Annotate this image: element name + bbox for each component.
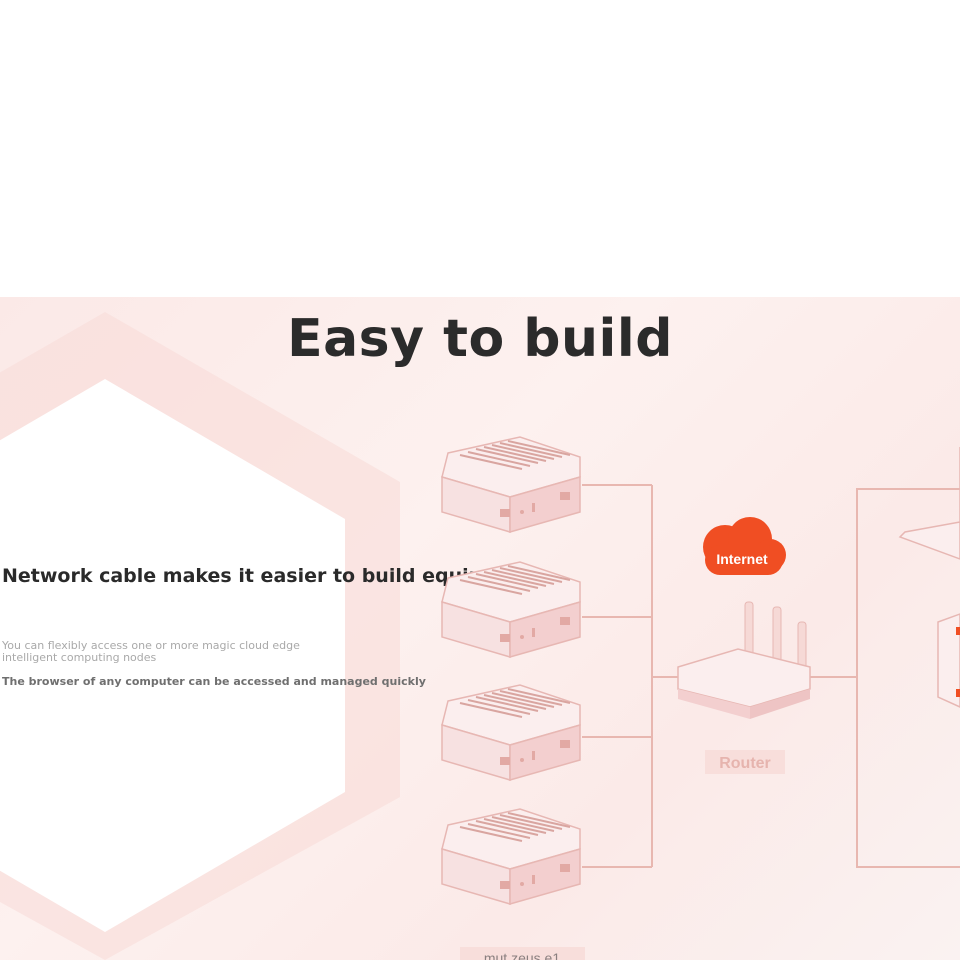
node-label: mut zeus e1 (484, 950, 560, 960)
connection-lines (582, 484, 960, 868)
hexagon-background (0, 312, 400, 960)
edge-node-device-3 (441, 684, 581, 781)
network-diagram: Internet Router mut zeus e1 (441, 436, 960, 960)
router-icon (677, 601, 811, 719)
edge-node-device-4 (441, 808, 581, 905)
internet-cloud-icon (703, 517, 786, 575)
router-label: Router (719, 755, 771, 772)
page-title: Easy to build (287, 309, 673, 369)
mobile-device-icon (937, 613, 960, 708)
top-blank-area (0, 0, 960, 297)
edge-node-device-1 (441, 436, 581, 533)
edge-node-device-2 (441, 561, 581, 658)
internet-label: Internet (716, 551, 768, 567)
feature-subtitle: Network cable makes it easier to build e… (2, 565, 538, 587)
feature-description-2: The browser of any computer can be acces… (2, 675, 426, 688)
feature-description-1: You can flexibly access one or more magi… (2, 639, 300, 664)
router-label-bg (705, 750, 785, 774)
node-label-bg (460, 947, 585, 960)
easy-to-build-banner: Easy to build Network cable makes it eas… (0, 297, 960, 960)
hexagon-inner (0, 379, 345, 932)
laptop-icon (898, 447, 960, 560)
